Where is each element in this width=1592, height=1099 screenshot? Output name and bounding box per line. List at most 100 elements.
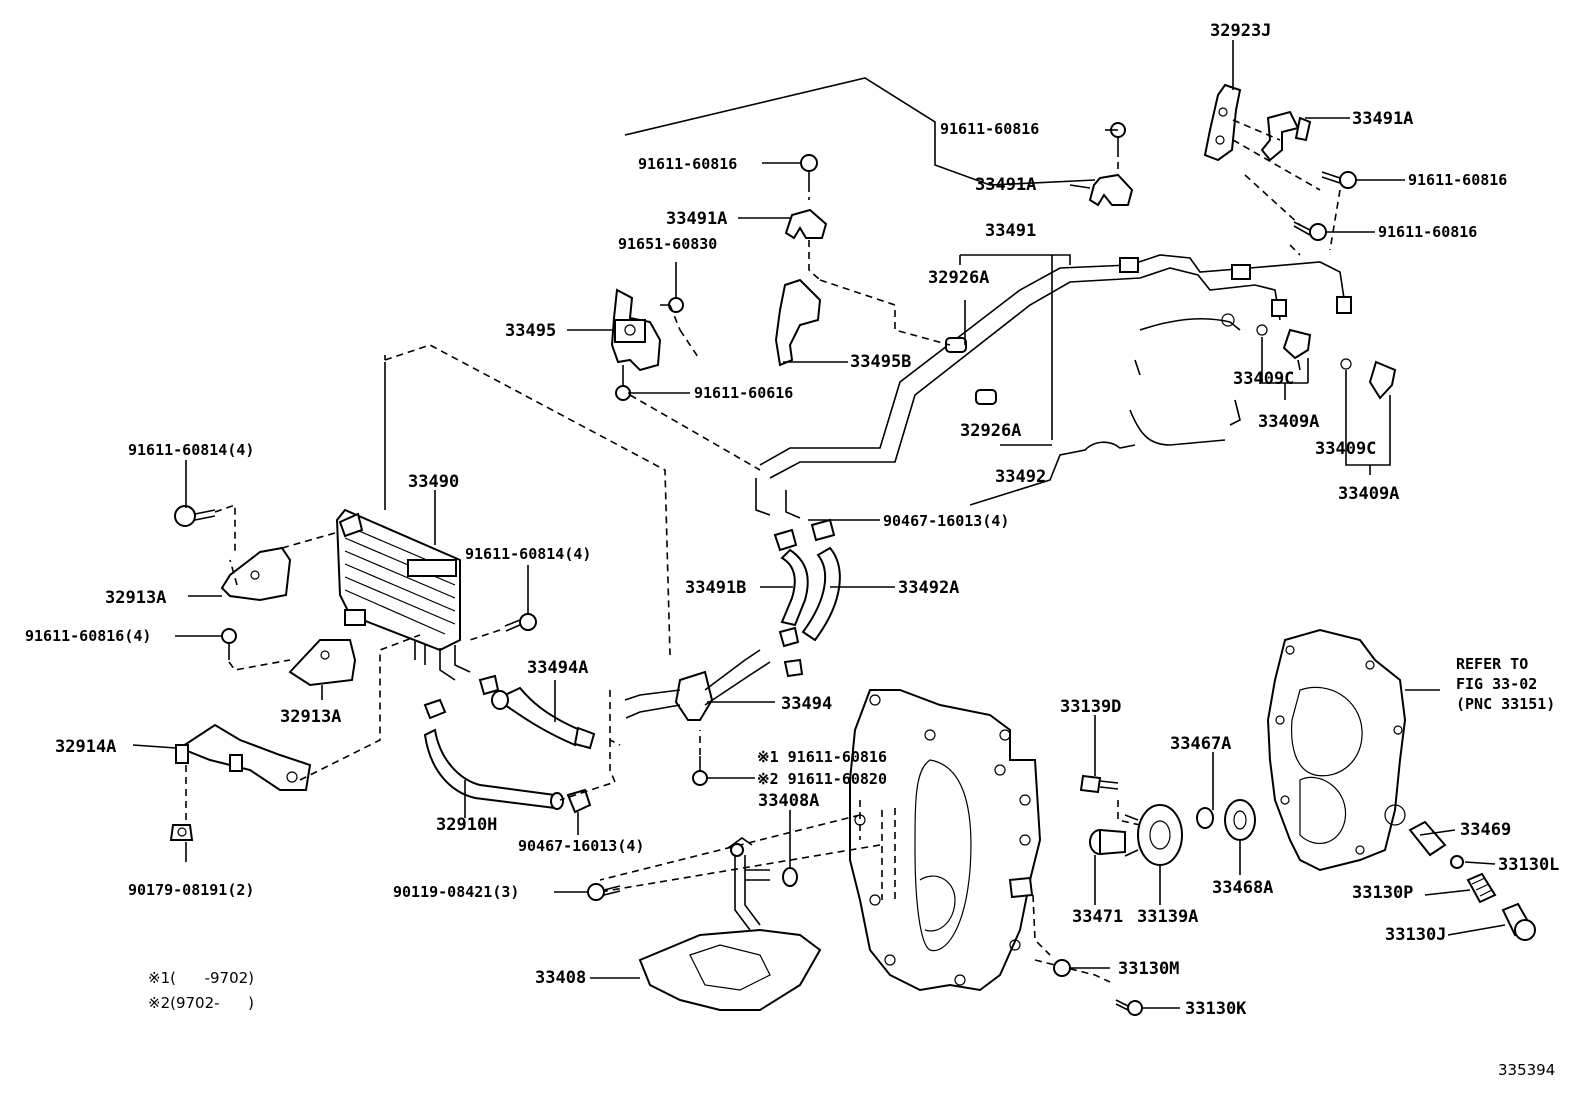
cooler-pipe-assembly [624,77,1352,519]
clip-90467 [566,788,592,814]
label-32926A-b: 32926A [960,421,1021,441]
sleeve-32926A [945,337,997,405]
nut-icon [169,824,194,841]
label-33409A-a: 33409A [1258,412,1319,432]
label-33139A: 33139A [1137,907,1198,927]
refer-line-3: (PNC 33151) [1456,695,1555,713]
label-33491B: 33491B [685,578,746,598]
refer-line-1: REFER TO [1456,655,1528,673]
clip-90467 [778,626,804,678]
clamp-33409C-33409A [1256,324,1397,400]
label-33491A-c: 33491A [666,209,727,229]
label-90119-08421: 90119-08421(3) [393,883,519,901]
label-90179-08191: 90179-08191(2) [128,881,254,899]
label-91611-60814-4a: 91611-60814(4) [128,441,254,459]
bolt-icon [587,883,621,901]
bracket-32913A-upper [220,546,292,602]
gear-33468A [1224,799,1256,841]
clamp-33491A-top-right [1260,110,1312,162]
label-33471: 33471 [1072,907,1123,927]
label-33468A: 33468A [1212,878,1273,898]
label-91611-60816-c: 91611-60816 [638,155,737,173]
label-91611-60816-b: 91611-60816 [1408,171,1507,189]
refer-note: REFER TO FIG 33-02 (PNC 33151) [1456,655,1555,713]
label-33490: 33490 [408,472,459,492]
refer-line-2: FIG 33-02 [1456,675,1537,693]
label-33492: 33492 [995,467,1046,487]
bolt-33130K [1115,999,1143,1016]
label-32926A-a: 32926A [928,268,989,288]
bracket-33495 [610,288,662,372]
label-33130P: 33130P [1352,883,1413,903]
label-33494A: 33494A [527,658,588,678]
label-32923J: 32923J [1210,21,1271,41]
label-33409A-b: 33409A [1338,484,1399,504]
bolt-icon [1110,122,1126,150]
hose-32910H [423,698,564,810]
leader-lines [132,117,1506,1009]
label-91611-60816-4: 91611-60816(4) [25,627,151,645]
pipe-joint [1271,299,1287,317]
part-labels: 32923J 91611-60816 33491A 33491A 91611-6… [25,21,1559,1019]
pipe-union-33494 [559,649,771,801]
hose-33494A [478,674,596,750]
rear-case [1266,628,1440,872]
bolt-icon [800,154,818,185]
strainer-33408 [638,837,822,1011]
label-33491A-a: 33491A [1352,109,1413,129]
hose-33492A [801,518,841,642]
oring-33408A [782,867,798,887]
guide-lines [384,119,1341,656]
footnotes: ※1( -9702) ※2(9702- ) [148,969,254,1012]
bolt-icon [221,628,237,660]
label-33491A-b: 33491A [975,175,1036,195]
plug-33469 [1408,820,1447,857]
guide-lines-cooler [185,503,501,820]
guide-line [1117,800,1141,826]
footnote-1: ※1( -9702) [148,969,254,987]
bolt-icon [504,613,537,632]
label-33409C-b: 33409C [1315,439,1376,459]
label-91611-60816-x1: ※1 91611-60816 [757,748,887,766]
pipe-joint [1231,264,1251,280]
bolt-icon [660,262,684,313]
label-90467-16013-4b: 90467-16013(4) [518,837,644,855]
label-33469: 33469 [1460,820,1511,840]
label-33408A: 33408A [758,791,819,811]
label-33130L: 33130L [1498,855,1559,875]
clamp-33491A-left [784,208,828,240]
spring-33130P [1466,872,1497,904]
hose-33491B [773,528,809,627]
bolt-icon [1293,221,1327,241]
label-91651-60830: 91651-60830 [618,235,717,253]
label-91611-60616: 91611-60616 [694,384,793,402]
bracket-32914A [175,723,312,791]
gear-33467A [1196,807,1214,829]
label-33467A: 33467A [1170,734,1231,754]
clamp-33491A-middle [1088,173,1134,207]
label-91611-60820-x2: ※2 91611-60820 [757,770,887,788]
label-33494: 33494 [781,694,832,714]
label-33408: 33408 [535,968,586,988]
label-33495B: 33495B [850,352,911,372]
pipe-joint [1336,296,1352,314]
transfer-case-body [849,689,1042,992]
bolt-33139D [1079,774,1119,794]
bolt-icon [174,505,216,527]
bracket-32923J [1203,40,1242,162]
label-33491: 33491 [985,221,1036,241]
label-91611-60816-d: 91611-60816 [1378,223,1477,241]
label-32913A-b: 32913A [280,707,341,727]
label-32914A: 32914A [55,737,116,757]
footnote-2: ※2(9702- ) [148,994,254,1012]
plug-33130J [1501,902,1536,941]
bracket-32913A-lower [288,639,357,687]
pump-shaft-33471 [1089,828,1126,856]
bolt-icon [692,756,708,786]
illustration-number: 335394 [1498,1061,1555,1079]
label-32910H: 32910H [436,815,497,835]
oring-33130M [1053,959,1071,977]
label-33130K: 33130K [1185,999,1247,1019]
label-33492A: 33492A [898,578,959,598]
